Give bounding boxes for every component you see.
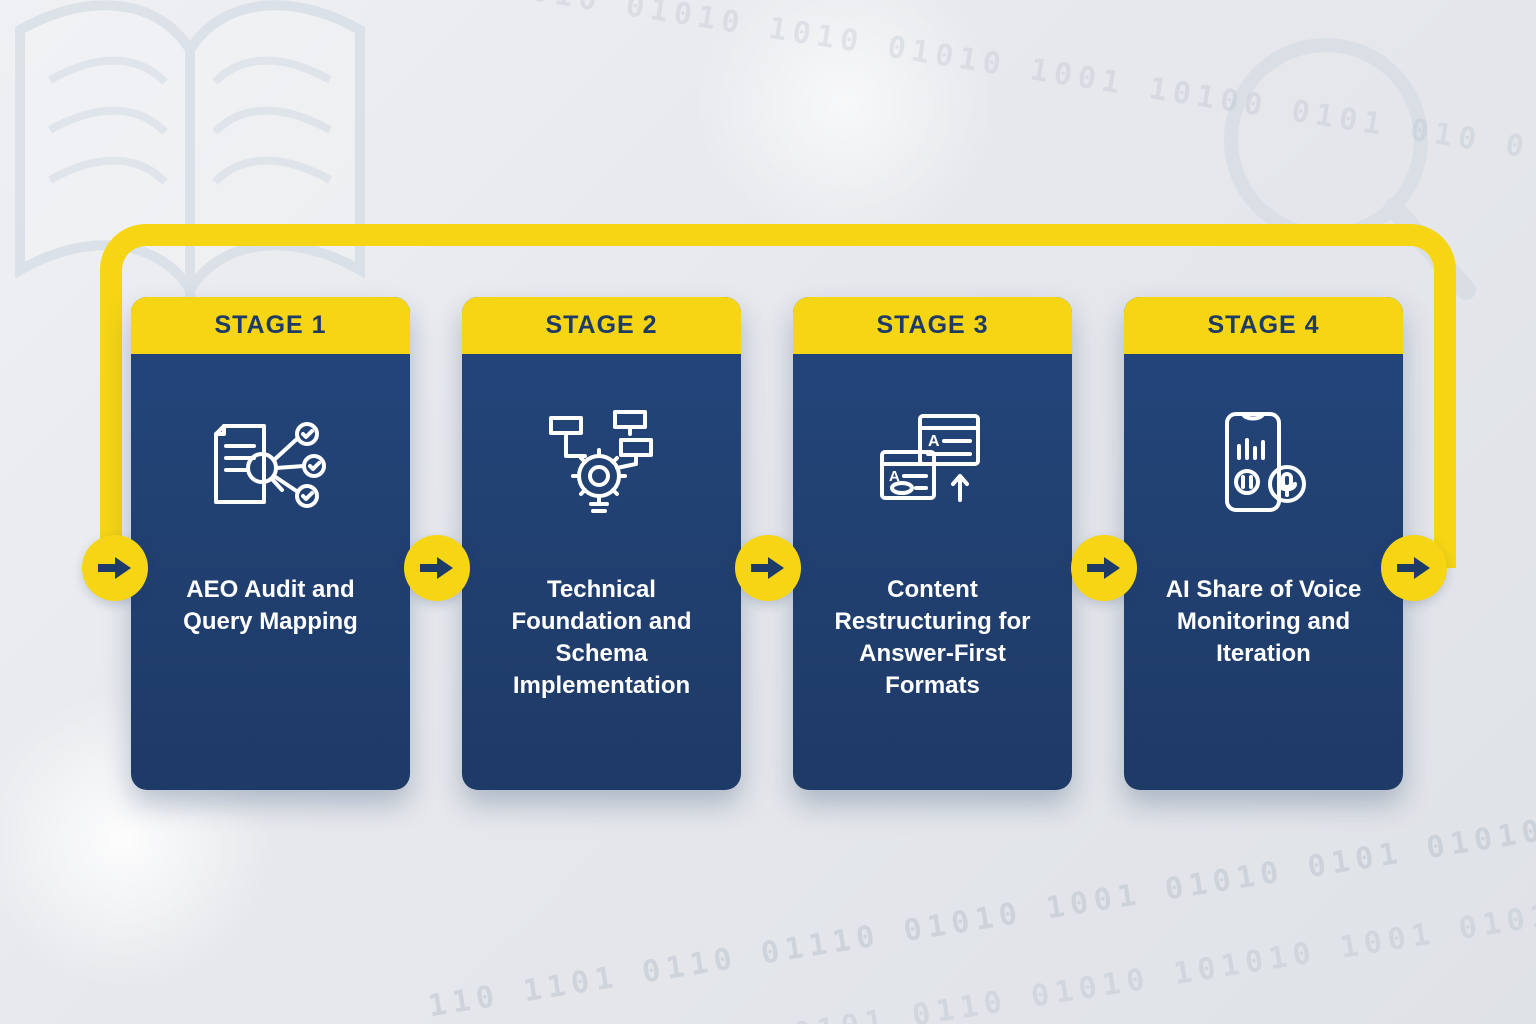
flow-arrow-icon bbox=[404, 535, 470, 601]
flow-arrow-icon bbox=[82, 535, 148, 601]
stage-1-header: STAGE 1 bbox=[131, 297, 410, 354]
stage-2-title: Technical Foundation and Schema Implemen… bbox=[511, 576, 692, 699]
stage-4-header: STAGE 4 bbox=[1124, 297, 1403, 354]
stage-3-title: Content Restructuring for Answer-First F… bbox=[834, 576, 1031, 699]
stage-1-title: AEO Audit and Query Mapping bbox=[183, 576, 358, 635]
stage-card-4: STAGE 4 AI Share of Voice Monitoring and… bbox=[1124, 297, 1403, 790]
flow-loop-connector bbox=[100, 224, 1456, 568]
stage-2-header: STAGE 2 bbox=[462, 297, 741, 354]
content-windows-icon: A A bbox=[793, 354, 1072, 574]
schema-gear-icon bbox=[462, 354, 741, 574]
stage-3-header: STAGE 3 bbox=[793, 297, 1072, 354]
binary-decoration: 0101 0010 01010 1010 01010 1001 10100 01… bbox=[385, 0, 1533, 166]
binary-decoration: 10101 10101 0110 01010 101010 1001 0101 … bbox=[624, 889, 1536, 1024]
svg-text:A: A bbox=[889, 468, 900, 485]
voice-monitoring-icon bbox=[1124, 354, 1403, 574]
stage-card-2: STAGE 2 Technical F bbox=[462, 297, 741, 790]
svg-text:A: A bbox=[928, 433, 940, 450]
stage-4-title: AI Share of Voice Monitoring and Iterati… bbox=[1165, 576, 1362, 667]
stage-card-3: STAGE 3 A A Content Restructuring for An… bbox=[793, 297, 1072, 790]
audit-document-icon bbox=[131, 354, 410, 574]
stage-card-1: STAGE 1 AEO Audit and Query bbox=[131, 297, 410, 790]
flow-arrow-icon bbox=[735, 535, 801, 601]
flow-arrow-icon bbox=[1381, 535, 1447, 601]
binary-decoration: 110 1101 0110 01110 01010 1001 01010 010… bbox=[425, 812, 1536, 1024]
flow-arrow-icon bbox=[1071, 535, 1137, 601]
